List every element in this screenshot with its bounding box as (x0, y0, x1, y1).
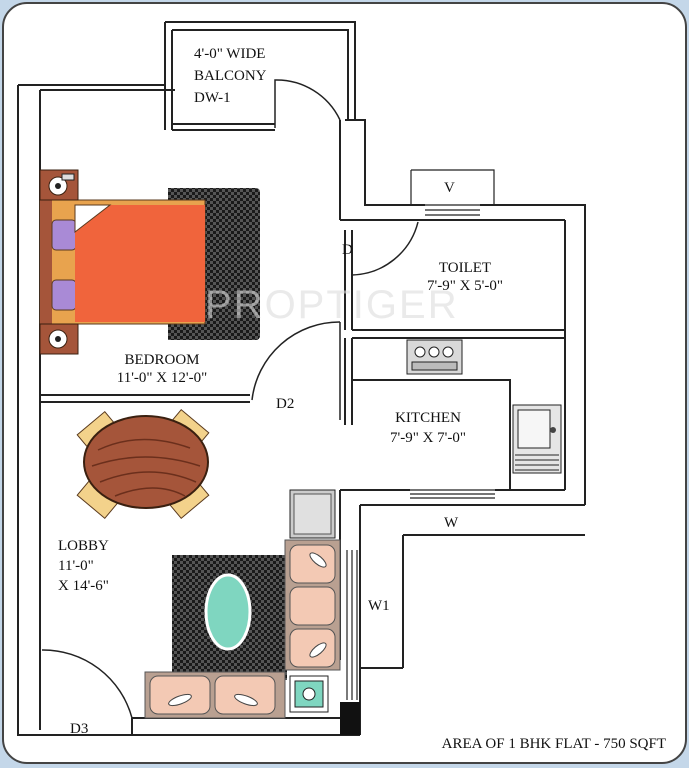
nightstand-top (39, 169, 79, 201)
door-d-label: D (342, 242, 353, 258)
pillow-bottom (51, 279, 77, 311)
nightstand-bottom (39, 323, 79, 355)
bed (39, 169, 260, 355)
kitchen-size: 7'-9" X 7'-0" (390, 430, 466, 446)
door-d3-label: D3 (70, 721, 88, 737)
kitchen-name: KITCHEN (395, 410, 461, 426)
dining-table (83, 415, 209, 509)
bedroom-name: BEDROOM (124, 352, 199, 368)
vent-v-label: V (444, 180, 455, 196)
lobby-label: LOBBY 11'-0" X 14'-6" (58, 538, 109, 594)
balcony-door-text: DW-1 (194, 90, 231, 106)
pillow-top (51, 219, 77, 251)
balcony-name-text: BALCONY (194, 68, 267, 84)
coffee-table (204, 573, 252, 651)
stove (406, 339, 463, 375)
lobby-size-a: 11'-0" (58, 558, 94, 574)
toilet-label: TOILET 7'-9" X 5'-0" (427, 260, 503, 294)
toilet-size: 7'-9" X 5'-0" (427, 278, 503, 294)
balcony-label: 4'-0" WIDE BALCONY DW-1 (194, 46, 267, 106)
bedroom-size: 11'-0" X 12'-0" (117, 370, 207, 386)
bed-headboard (40, 200, 52, 324)
windows (346, 169, 495, 700)
area-caption: AREA OF 1 BHK FLAT - 750 SQFT (442, 736, 666, 752)
door-swings (41, 79, 419, 719)
window-w-label: W (444, 515, 459, 531)
kitchen-label: KITCHEN 7'-9" X 7'-0" (390, 410, 466, 446)
bed-blanket (75, 205, 205, 322)
dining-set (76, 409, 210, 519)
door-d2-label: D2 (276, 396, 294, 412)
watermark: PROPTIGER (205, 283, 459, 327)
bedroom-label: BEDROOM 11'-0" X 12'-0" (117, 352, 207, 386)
toilet-name: TOILET (439, 260, 491, 276)
kitchen-sink (512, 404, 562, 474)
balcony-width-text: 4'-0" WIDE (194, 46, 265, 62)
walls (17, 21, 586, 736)
lobby-name: LOBBY (58, 538, 109, 554)
living-area (144, 539, 360, 735)
window-w1-label: W1 (368, 598, 390, 614)
lobby-size-b: X 14'-6" (58, 578, 109, 594)
tv-unit (289, 489, 336, 539)
